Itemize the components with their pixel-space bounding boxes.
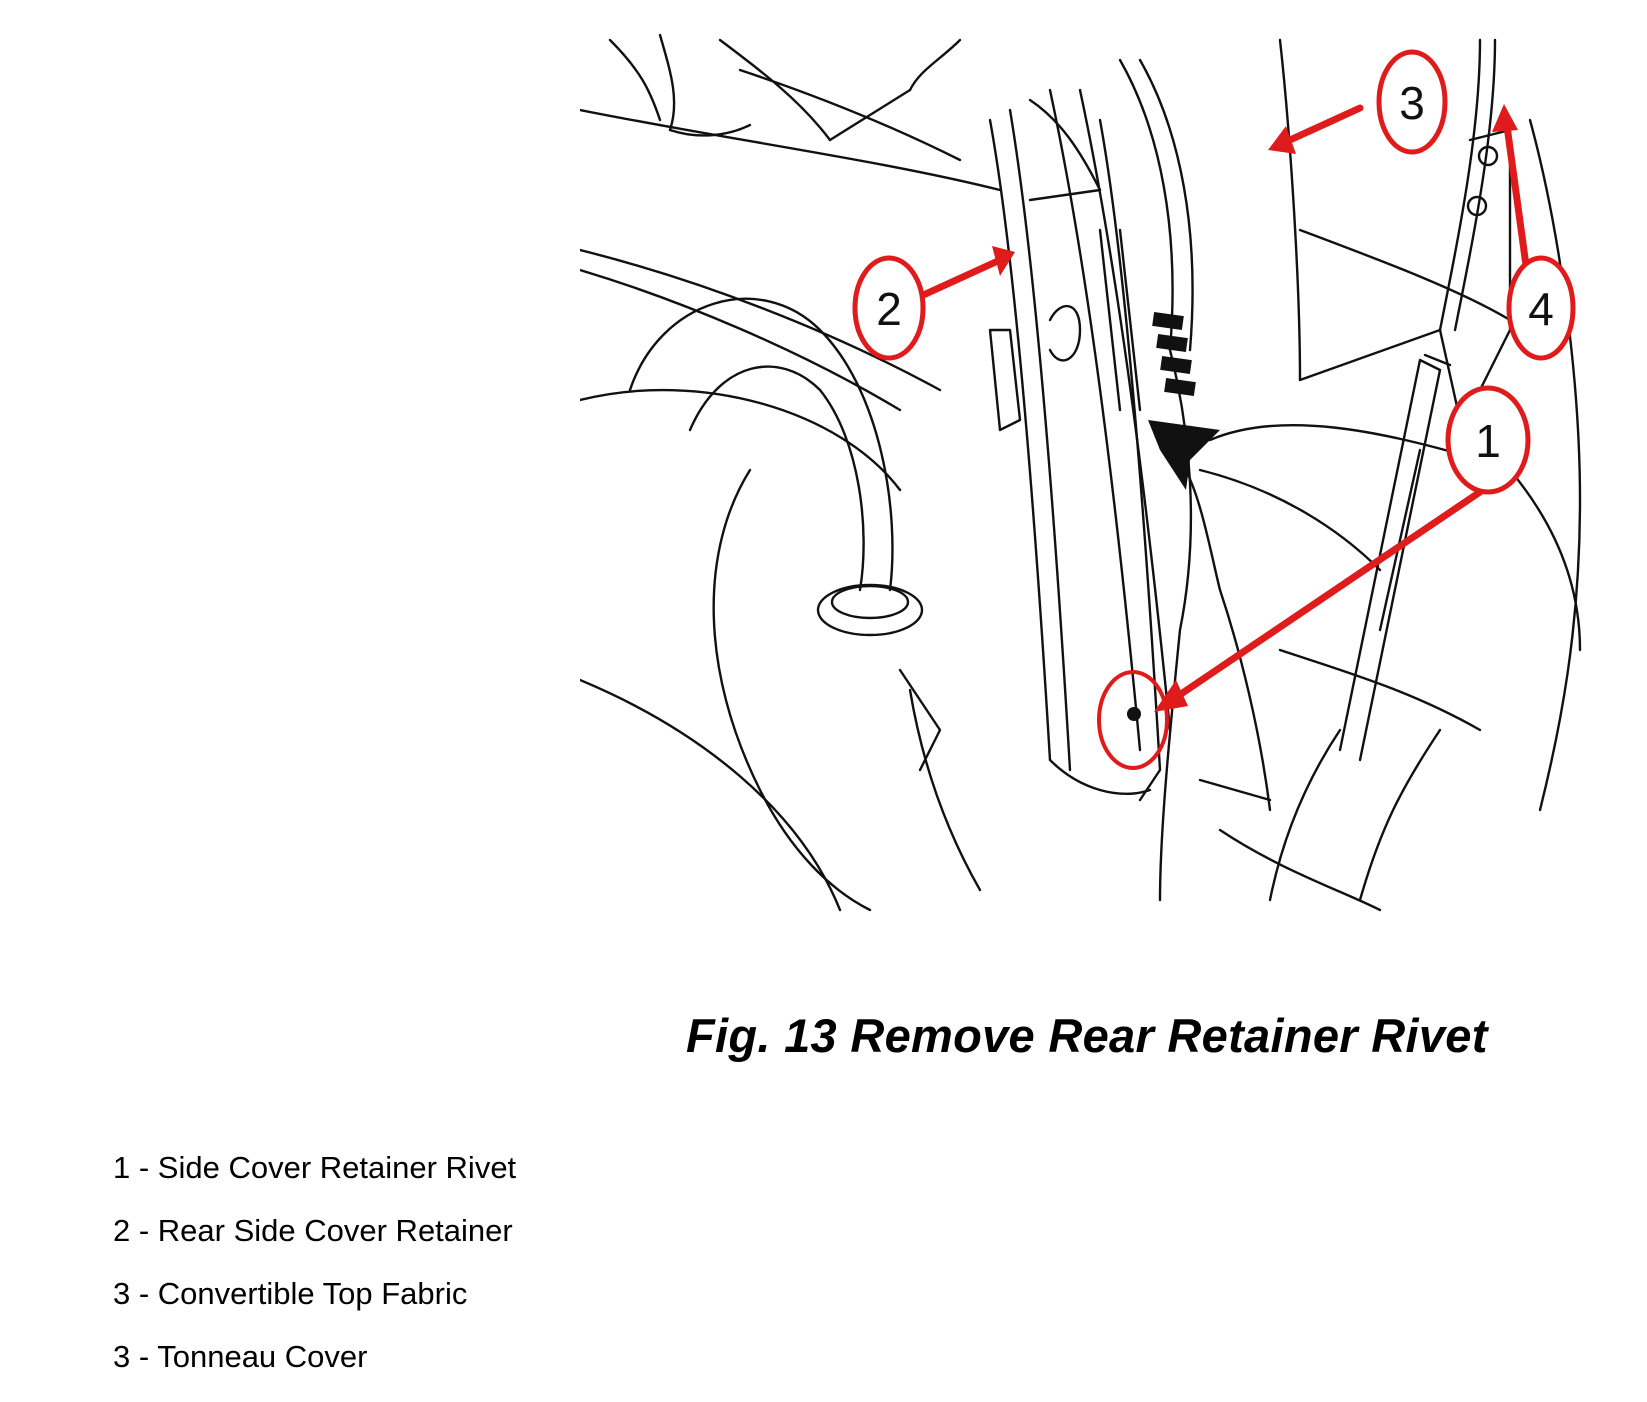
callout-number-3: 3 bbox=[1399, 77, 1425, 129]
callout-arrowheads bbox=[992, 104, 1518, 712]
rivet-marker bbox=[1127, 707, 1141, 721]
legend-item: 1 - Side Cover Retainer Rivet bbox=[113, 1150, 517, 1185]
vehicle-line-art bbox=[580, 33, 1582, 912]
callout-number-2: 2 bbox=[876, 283, 902, 335]
legend-item: 3 - Convertible Top Fabric bbox=[113, 1276, 468, 1311]
rivet-highlight bbox=[1097, 670, 1169, 770]
callout-circles bbox=[852, 49, 1576, 495]
legend-item: 3 - Tonneau Cover bbox=[113, 1339, 368, 1374]
callout-number-1: 1 bbox=[1475, 415, 1501, 467]
figure-caption: Fig. 13 Remove Rear Retainer Rivet bbox=[686, 1009, 1488, 1062]
line-drawing-figure: 1 2 3 4 bbox=[580, 30, 1630, 930]
callout-number-4: 4 bbox=[1528, 283, 1554, 335]
legend-list: 1 - Side Cover Retainer Rivet 2 - Rear S… bbox=[113, 1150, 516, 1402]
legend-item: 2 - Rear Side Cover Retainer bbox=[113, 1213, 513, 1248]
direction-arrow-icon bbox=[1148, 311, 1220, 490]
